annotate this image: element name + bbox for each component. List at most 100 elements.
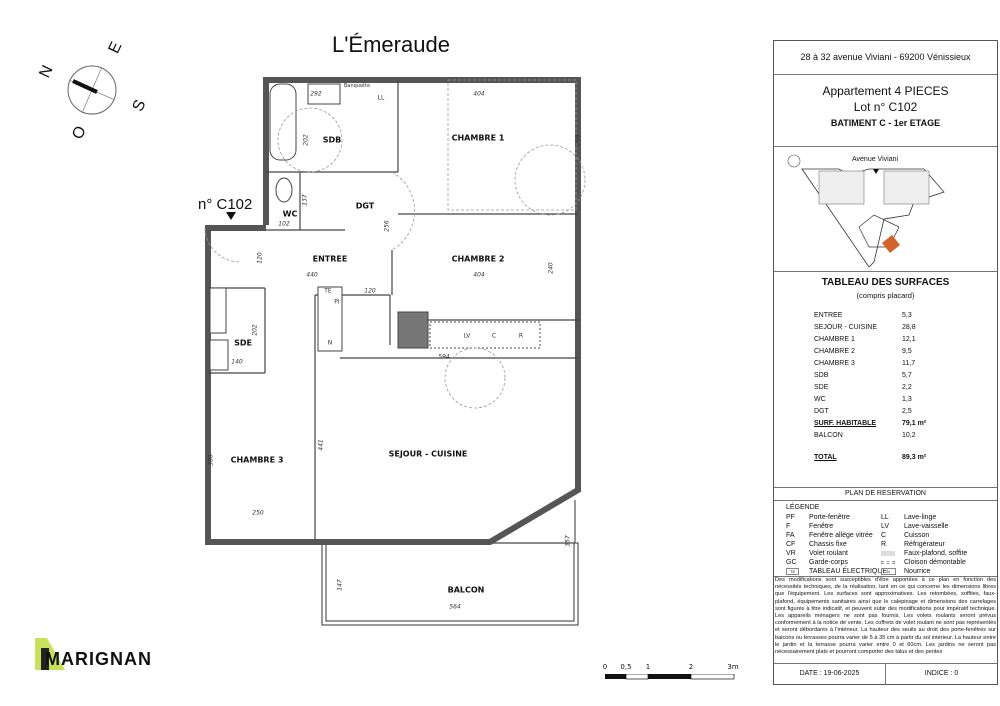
surface-label: CHAMBRE 3 xyxy=(814,360,855,367)
legend-value: Nourrice xyxy=(904,568,931,575)
surface-value: 2,5 xyxy=(902,408,912,415)
dim-256: 256 xyxy=(383,220,391,232)
legend-key: CF xyxy=(786,541,796,548)
room-chambre-3: CHAMBRE 3 xyxy=(230,455,284,465)
footer-row: DATE : 19-06-2025 INDICE : 0 xyxy=(774,663,997,685)
legend-title: LÉGENDE xyxy=(786,504,820,511)
legend-key: PF xyxy=(786,514,795,521)
dim-440: 440 xyxy=(306,271,318,279)
disclaimer: Des modifications sont susceptibles d'êt… xyxy=(775,577,996,656)
legend-value: Fenêtre allège vitrée xyxy=(809,532,873,539)
scale-0: 0 xyxy=(602,663,608,671)
surface-value: 9,5 xyxy=(902,348,912,355)
legend-key: FA xyxy=(786,532,795,539)
info-panel: 28 à 32 avenue Viviani - 69200 Vénissieu… xyxy=(773,40,998,685)
fridge-column xyxy=(397,311,429,349)
fixture-pi: PI xyxy=(334,298,340,306)
logo-text: MARIGNAN xyxy=(45,649,152,669)
dim-120: 120 xyxy=(256,252,264,264)
dim-404: 404 xyxy=(473,90,485,98)
total-value: 89,3 m² xyxy=(902,454,927,461)
fixture-lv: LV xyxy=(463,332,471,340)
surface-label: SDE xyxy=(814,384,829,391)
surface-value: 12,1 xyxy=(902,336,916,343)
dim-404: 404 xyxy=(473,271,485,279)
fixture-r: R xyxy=(518,332,524,340)
legend-value: Garde-corps xyxy=(809,559,848,566)
compass-rose-icon xyxy=(67,65,117,115)
surface-label: BALCON xyxy=(814,432,843,439)
dim-299: 299 xyxy=(574,134,582,146)
surfaces-table: TABLEAU DES SURFACES (compris placard) E… xyxy=(774,272,997,488)
fixture-c: C xyxy=(491,332,497,340)
room-chambre-1: CHAMBRE 1 xyxy=(451,133,505,143)
legend-key: VR xyxy=(786,550,796,557)
legend-value: Faux-plafond, soffite xyxy=(904,550,968,557)
room-balcon: BALCON xyxy=(447,585,485,595)
scale-2: 2 xyxy=(688,663,694,671)
dim-137: 137 xyxy=(301,194,309,206)
lot-marker-label: n° C102 xyxy=(198,196,253,213)
fixture-te: TE xyxy=(324,287,332,295)
total-label: TOTAL xyxy=(814,454,837,461)
building-floor: BATIMENT C - 1er ETAGE xyxy=(830,118,941,128)
scale-0-5: 0,5 xyxy=(620,663,632,671)
scale-3m: 3m xyxy=(727,663,739,671)
room-sejour-cuisine: SEJOUR - CUISINE xyxy=(388,449,468,459)
surface-label: CHAMBRE 2 xyxy=(814,348,855,355)
lot-highlight xyxy=(882,235,900,253)
legend-value: Fenêtre xyxy=(809,523,834,530)
legend-value: Lave-vaisselle xyxy=(904,523,949,530)
room-sdb: SDB xyxy=(322,135,342,145)
washbasin xyxy=(307,83,341,105)
floor-plan xyxy=(204,77,586,626)
surface-value: 1,3 xyxy=(902,396,912,403)
dim-140: 140 xyxy=(231,358,243,366)
dim-441: 441 xyxy=(317,439,325,451)
apartment-info: Appartement 4 PIECES Lot n° C102 BATIMEN… xyxy=(774,75,997,147)
legend-key: R xyxy=(881,541,887,548)
indice: INDICE : 0 xyxy=(924,670,959,677)
legend-value: Volet roulant xyxy=(809,550,848,557)
surfaces-subtitle: (compris placard) xyxy=(856,291,915,300)
dim-292: 292 xyxy=(310,90,322,98)
surface-label: CHAMBRE 1 xyxy=(814,336,855,343)
storage-unit xyxy=(317,286,343,352)
surface-habitable-label: SURF. HABITABLE xyxy=(814,420,877,427)
dim-250: 250 xyxy=(252,509,264,517)
sde-basin xyxy=(209,339,229,371)
cloison-swatch-icon xyxy=(881,561,895,564)
dim-202: 202 xyxy=(302,134,310,146)
legend-value: TABLEAU ÉLECTRIQUE xyxy=(809,568,888,575)
street-label: Avenue Viviani xyxy=(852,156,899,163)
shower xyxy=(209,287,227,334)
surface-label: SDB xyxy=(814,372,829,379)
surface-value: 5,7 xyxy=(902,372,912,379)
room-entree: ENTREE xyxy=(312,254,348,264)
surface-label: ENTREE xyxy=(814,312,843,319)
room-chambre-2: CHAMBRE 2 xyxy=(451,254,505,264)
lot-number: Lot n° C102 xyxy=(853,100,918,114)
toilet xyxy=(275,177,293,203)
logo-mark-icon xyxy=(35,638,65,670)
surface-habitable-value: 79,1 m² xyxy=(902,420,927,427)
kitchen-counter xyxy=(429,321,541,349)
legend-key: LL xyxy=(881,514,889,521)
legend-key: F xyxy=(786,523,791,530)
legend-key-te: TE xyxy=(786,568,800,575)
room-dgt: DGT xyxy=(355,201,375,211)
scale-1: 1 xyxy=(645,663,651,671)
apartment-type: Appartement 4 PIECES xyxy=(822,84,949,98)
residence-title: L'Émeraude xyxy=(332,32,450,57)
legend-value: Lave-linge xyxy=(904,514,937,521)
reservation-plan-title: PLAN DE RESERVATION xyxy=(774,488,997,501)
legend-key: GC xyxy=(786,559,797,566)
dim-120: 120 xyxy=(364,287,376,295)
dim-202: 202 xyxy=(251,324,259,336)
legend-value: Porte-fenêtre xyxy=(809,514,850,521)
legend-value: Chassis fixe xyxy=(809,541,847,548)
legend: LÉGENDE PF Porte-fenêtre LL Lave-linge F Fen… xyxy=(774,501,997,577)
site-map: Avenue Viviani xyxy=(774,147,997,272)
dim-240: 240 xyxy=(547,262,555,274)
dim-102: 102 xyxy=(278,220,290,228)
